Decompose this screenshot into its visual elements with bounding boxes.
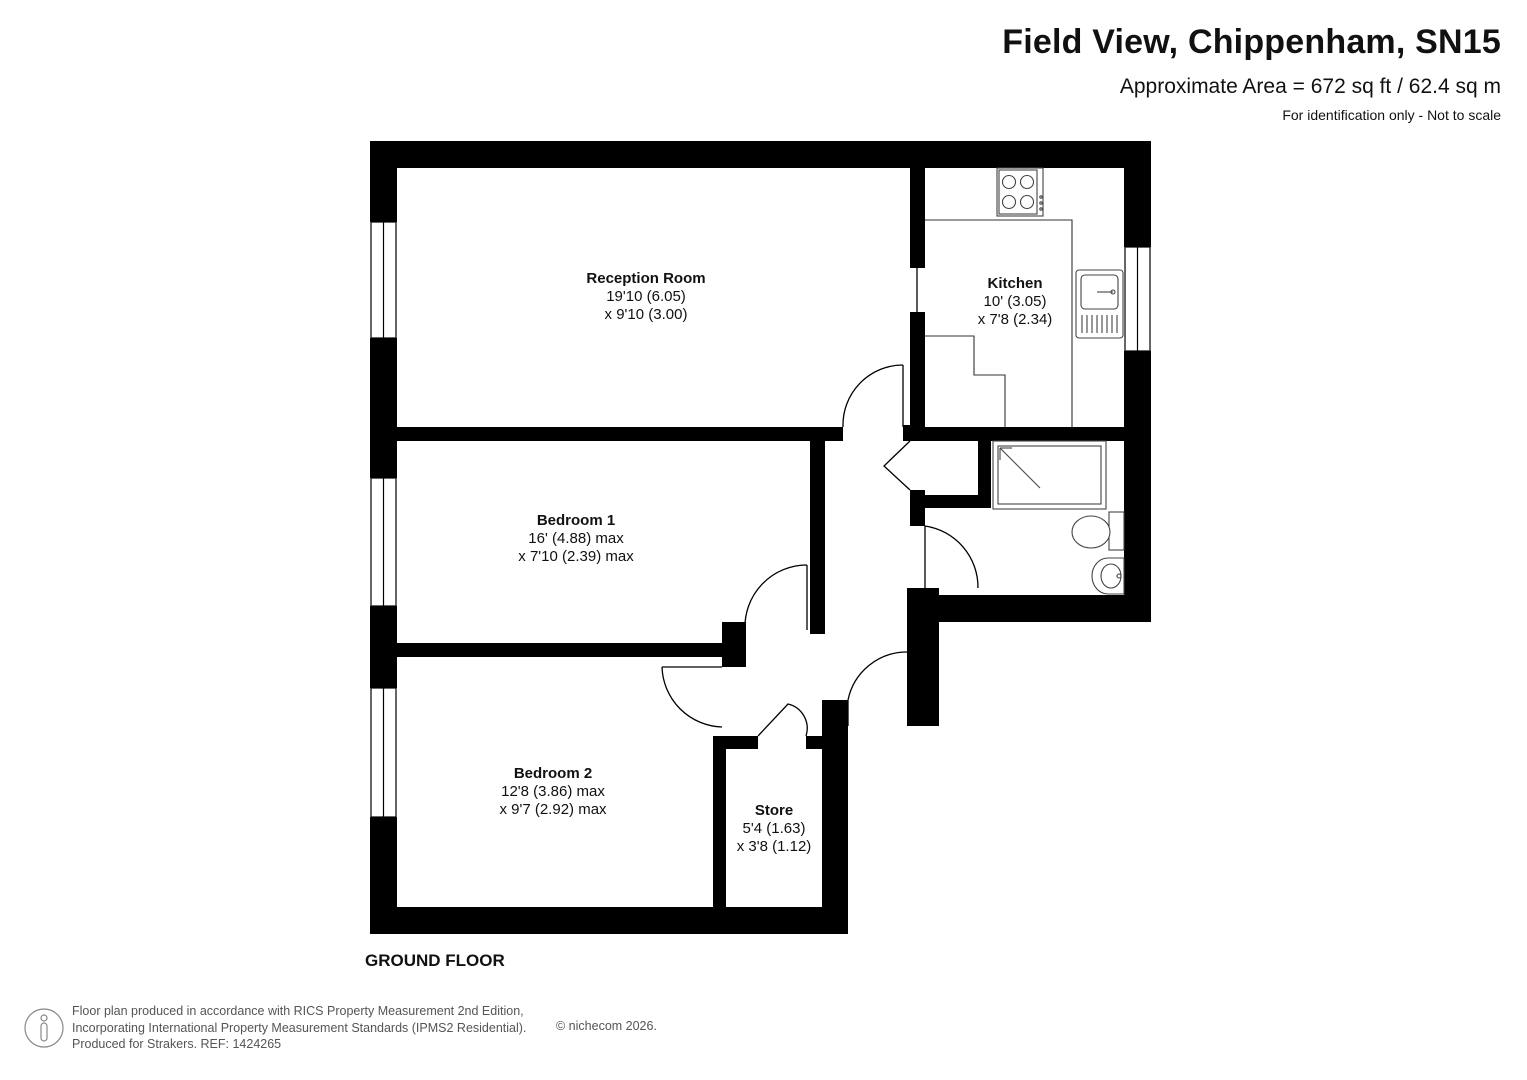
sink-icon <box>1075 269 1124 339</box>
footer-line: Incorporating International Property Mea… <box>72 1020 527 1035</box>
room-label-bedroom-2: Bedroom 2 12'8 (3.86) max x 9'7 (2.92) m… <box>499 765 606 819</box>
room-dimension: 5'4 (1.63) <box>742 820 806 837</box>
room-dimension: x 9'7 (2.92) max <box>499 801 607 818</box>
doors <box>661 268 979 737</box>
shower-icon <box>992 440 1107 510</box>
floor-label: GROUND FLOOR <box>365 951 505 970</box>
room-dimension: 19'10 (6.05) <box>606 288 686 305</box>
room-name: Store <box>754 802 794 819</box>
toilet-icon <box>1071 511 1125 551</box>
room-dimension: x 3'8 (1.12) <box>736 838 812 855</box>
room-dimension: 10' (3.05) <box>983 293 1047 310</box>
room-label-reception: Reception Room 19'10 (6.05) x 9'10 (3.00… <box>586 270 705 324</box>
room-label-bedroom-1: Bedroom 1 16' (4.88) max x 7'10 (2.39) m… <box>518 512 633 566</box>
room-dimension: 12'8 (3.86) max <box>501 783 605 800</box>
kitchen-worktops <box>925 219 1073 427</box>
person-icon <box>24 1008 64 1048</box>
room-dimension: x 7'8 (2.34) <box>977 311 1053 328</box>
room-name: Kitchen <box>987 275 1043 292</box>
room-dimension: x 9'10 (3.00) <box>604 306 688 323</box>
room-label-store: Store 5'4 (1.63) x 3'8 (1.12) <box>737 802 812 856</box>
room-dimension: 16' (4.88) max <box>528 530 624 547</box>
room-label-kitchen: Kitchen 10' (3.05) x 7'8 (2.34) <box>978 275 1053 329</box>
room-name: Bedroom 2 <box>513 765 593 782</box>
room-name: Bedroom 1 <box>536 512 616 529</box>
footer-line: Produced for Strakers. REF: 1424265 <box>72 1037 282 1051</box>
approximate-area: Approximate Area = 672 sq ft / 62.4 sq m <box>1119 75 1501 98</box>
walls <box>370 141 1151 934</box>
property-title: Field View, Chippenham, SN15 <box>1002 23 1501 61</box>
room-name: Reception Room <box>586 270 706 287</box>
hob-icon <box>996 167 1044 217</box>
basin-icon <box>1091 557 1125 595</box>
header: Field View, Chippenham, SN15 Approximate… <box>1002 22 1501 124</box>
copyright: © nichecom 2026. <box>556 1019 657 1033</box>
footer-line: Floor plan produced in accordance with R… <box>72 1004 524 1018</box>
room-dimension: x 7'10 (2.39) max <box>518 548 634 565</box>
footer-text: Floor plan produced in accordance with R… <box>72 1003 526 1053</box>
identification-note: For identification only - Not to scale <box>1282 107 1501 123</box>
windows <box>370 221 1151 818</box>
